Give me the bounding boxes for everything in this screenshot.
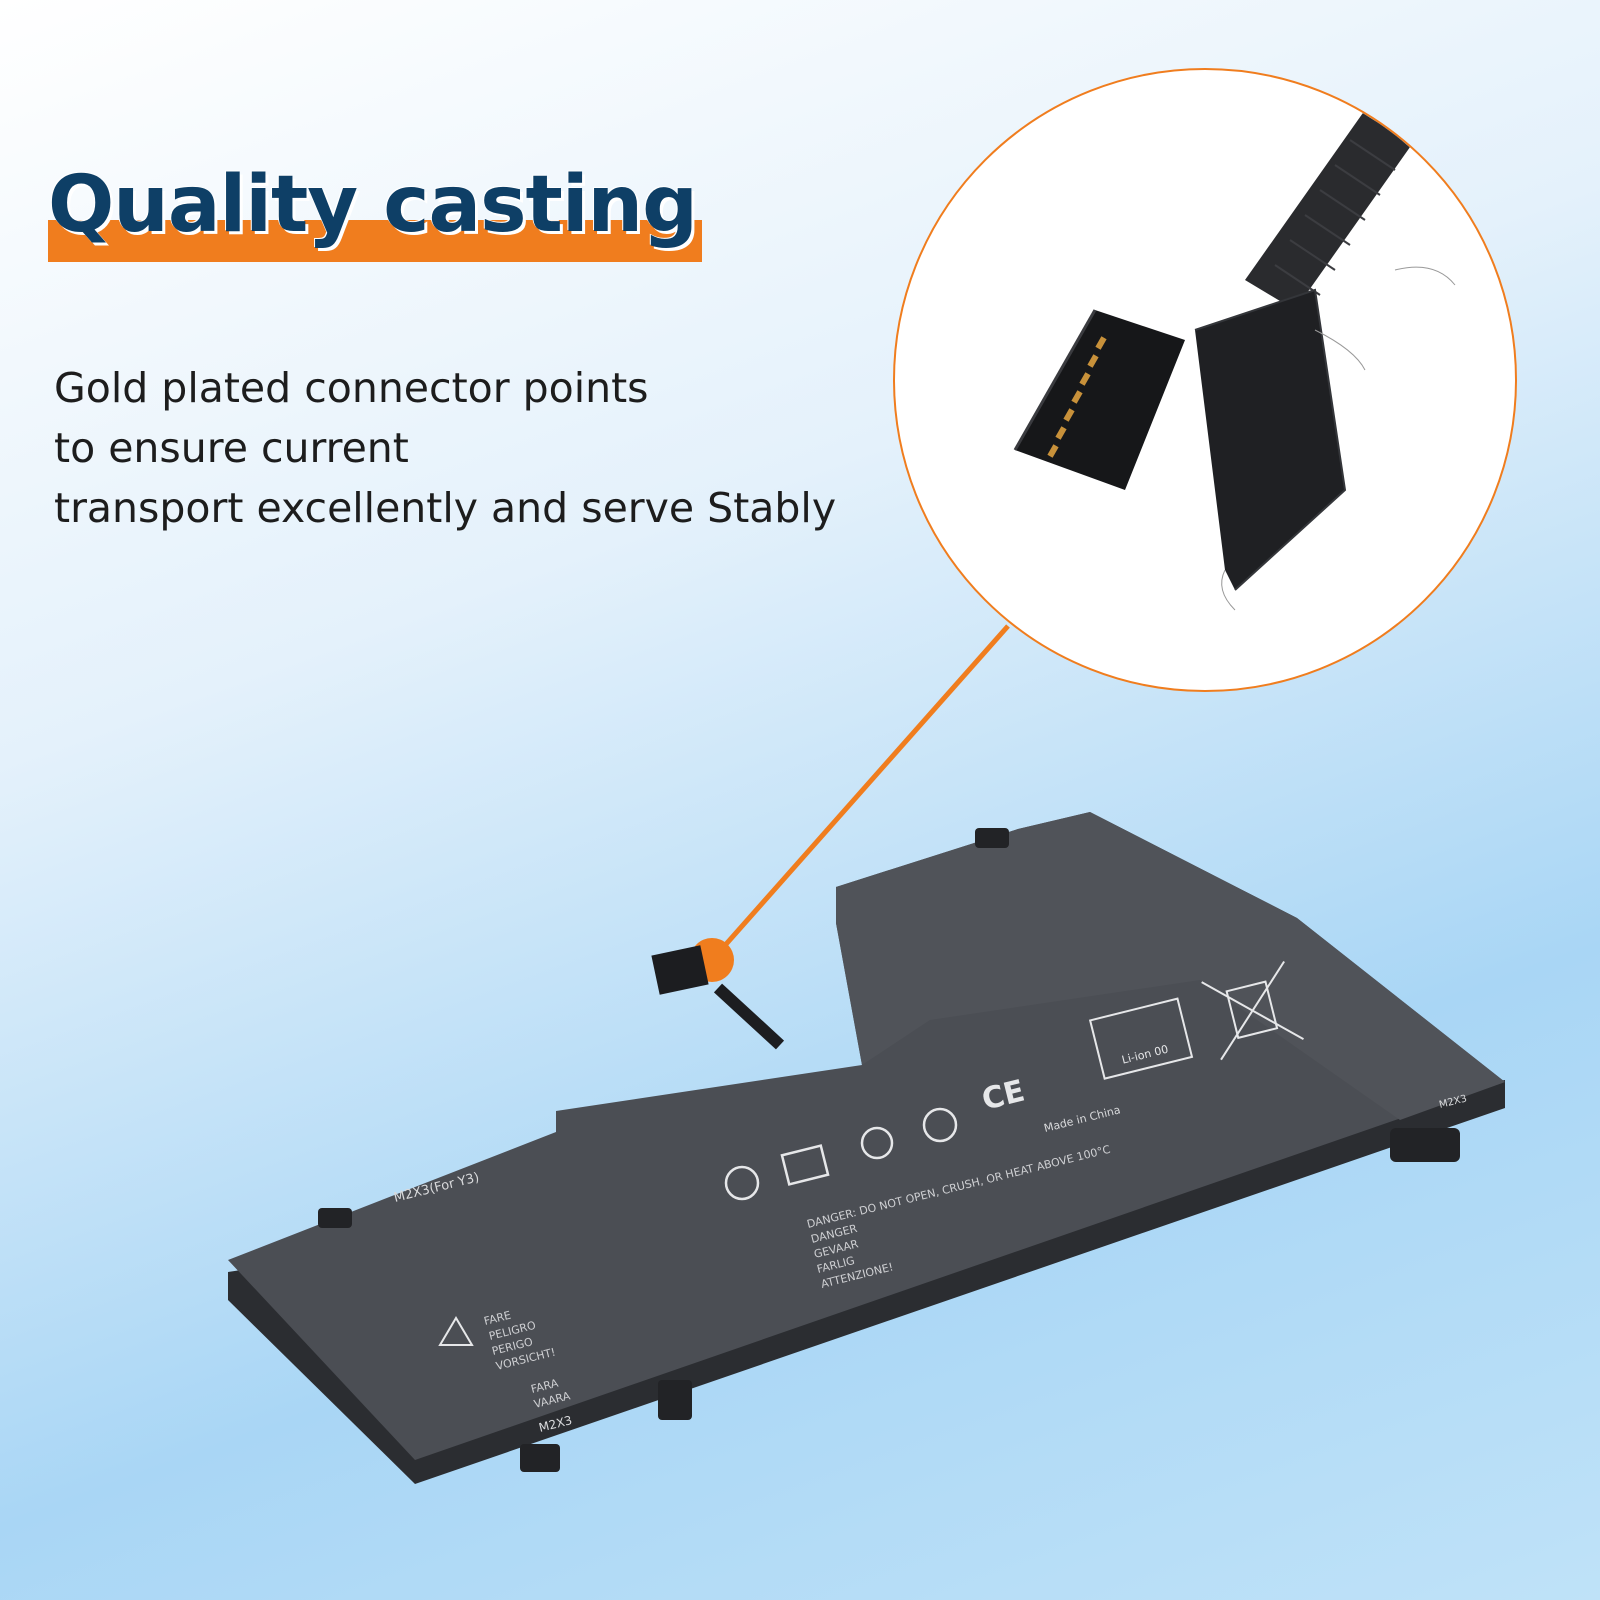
headline: Quality casting: [48, 160, 698, 250]
cert-icon-1: [724, 1165, 760, 1201]
cert-icon-3: [860, 1126, 894, 1160]
cert-icon-4: [922, 1107, 958, 1143]
description: Gold plated connector points to ensure c…: [54, 358, 836, 538]
headline-underline-bar: [48, 220, 702, 262]
warning-fare: FARE: [483, 1309, 513, 1328]
description-line-3: transport excellently and serve Stably: [54, 484, 837, 532]
cert-icon-2: [780, 1144, 830, 1186]
description-line-2: to ensure current: [54, 424, 409, 472]
connector-zoom-circle: [893, 68, 1517, 692]
warning-triangle-icon: [438, 1316, 474, 1346]
weee-bin-icon: [1201, 960, 1304, 1061]
headline-block: Quality casting: [48, 160, 702, 262]
connector-closeup-illustration: [1013, 108, 1456, 611]
description-line-1: Gold plated connector points: [54, 364, 649, 412]
